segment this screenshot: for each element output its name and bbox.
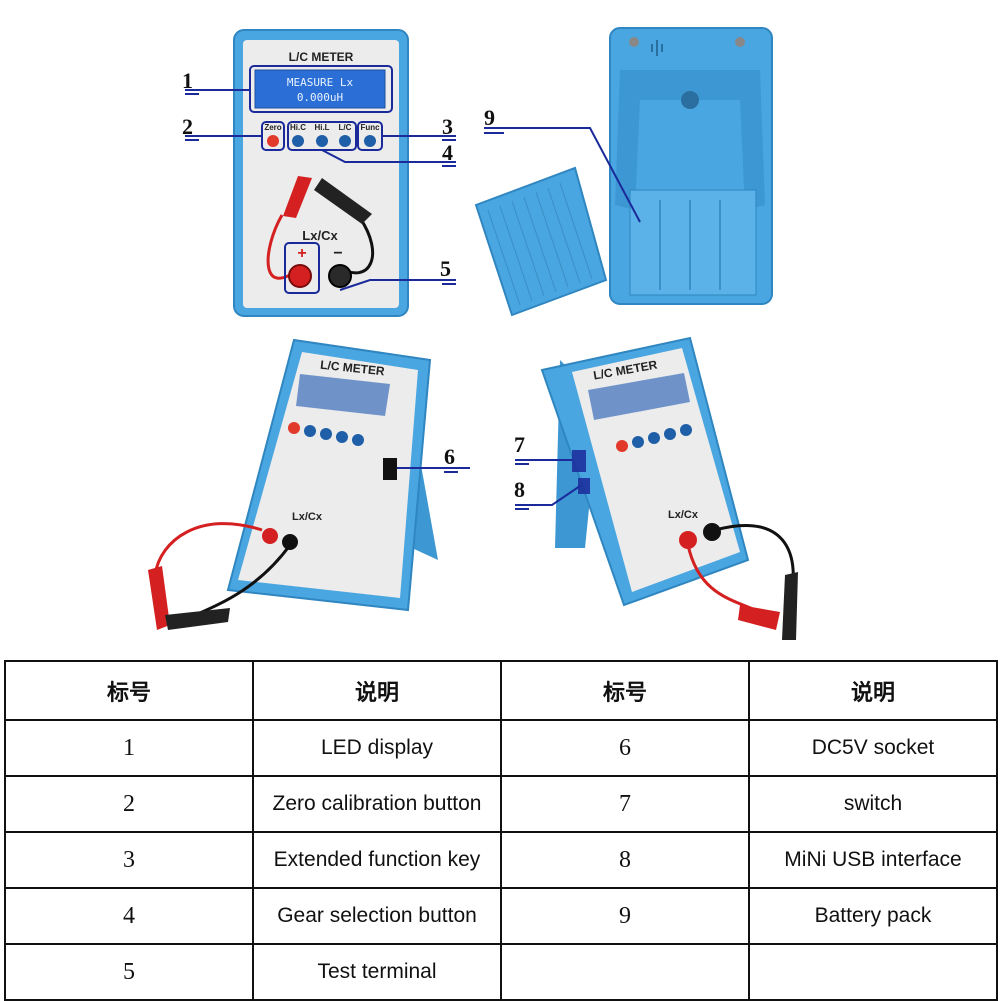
row-number: 2: [4, 775, 254, 833]
hic-button[interactable]: [292, 135, 304, 147]
product-illustration: L/C METER MEASURE Lx 0.000uH Zero Hi.C H…: [148, 27, 798, 640]
battery-cover: [474, 166, 608, 317]
row-number: [500, 943, 750, 1001]
row-number: 9: [500, 887, 750, 945]
lc-button-label: L/C: [339, 123, 352, 132]
hil-button-label: Hi.L: [314, 123, 329, 132]
callout-9: 9: [484, 105, 495, 130]
row-description: [748, 943, 998, 1001]
callout-4: 4: [442, 140, 453, 165]
table-header-row: 标号 说明 标号 说明: [4, 660, 998, 721]
back-view: 9: [474, 27, 773, 317]
header-number-2: 标号: [500, 660, 750, 721]
black-terminal: [328, 264, 352, 288]
right-angled-view: L/C METER Lx/Cx 7 8: [514, 336, 798, 640]
front-view: L/C METER MEASURE Lx 0.000uH Zero Hi.C H…: [182, 29, 456, 317]
terminal-label: Lx/Cx: [302, 228, 338, 243]
left-device-title: L/C METER: [320, 358, 386, 379]
row-description: DC5V socket: [748, 719, 998, 777]
hil-button[interactable]: [316, 135, 328, 147]
row-description: LED display: [252, 719, 502, 777]
callout-5: 5: [440, 256, 451, 281]
product-figure: L/C METER MEASURE Lx 0.000uH Zero Hi.C H…: [148, 27, 798, 640]
left-terminal-label: Lx/Cx: [292, 511, 323, 523]
plus-sign: +: [297, 245, 306, 262]
table-row: 4 Gear selection button 9 Battery pack: [4, 887, 998, 945]
dc-socket: [383, 458, 397, 480]
row-description: switch: [748, 775, 998, 833]
table-row: 1 LED display 6 DC5V socket: [4, 719, 998, 777]
row-number: 6: [500, 719, 750, 777]
lcd-line-1: MEASURE Lx: [287, 76, 354, 89]
lc-button[interactable]: [339, 135, 351, 147]
row-number: 3: [4, 831, 254, 889]
lcd-line-2: 0.000uH: [297, 91, 343, 104]
row-description: Battery pack: [748, 887, 998, 945]
row-description: MiNi USB interface: [748, 831, 998, 889]
callout-7: 7: [514, 432, 525, 457]
row-number: 1: [4, 719, 254, 777]
zero-button[interactable]: [267, 135, 279, 147]
callout-3: 3: [442, 114, 453, 139]
row-description: Gear selection button: [252, 887, 502, 945]
callout-8: 8: [514, 477, 525, 502]
zero-button-label: Zero: [264, 123, 281, 132]
table-row: 2 Zero calibration button 7 switch: [4, 775, 998, 833]
row-number: 5: [4, 943, 254, 1001]
row-number: 8: [500, 831, 750, 889]
callout-1: 1: [182, 68, 193, 93]
table-row: 5 Test terminal: [4, 943, 998, 1001]
func-button[interactable]: [364, 135, 376, 147]
black-clip: [314, 178, 372, 224]
hic-button-label: Hi.C: [290, 123, 306, 132]
row-number: 4: [4, 887, 254, 945]
callout-2: 2: [182, 114, 193, 139]
red-terminal: [288, 264, 312, 288]
header-description-2: 说明: [748, 660, 998, 721]
row-number: 7: [500, 775, 750, 833]
legend-table: 标号 说明 标号 说明 1 LED display 6 DC5V socket …: [4, 660, 998, 1001]
func-button-label: Func: [360, 123, 380, 132]
device-title: L/C METER: [289, 50, 354, 64]
header-description-1: 说明: [252, 660, 502, 721]
left-angled-view: L/C METER Lx/Cx 6: [148, 338, 470, 630]
battery-compartment: [629, 189, 757, 296]
table-row: 3 Extended function key 8 MiNi USB inter…: [4, 831, 998, 889]
callout-6: 6: [444, 444, 455, 469]
right-terminal-label: Lx/Cx: [668, 509, 699, 521]
power-switch: [572, 450, 586, 472]
mini-usb-port: [578, 478, 590, 494]
row-description: Test terminal: [252, 943, 502, 1001]
row-description: Zero calibration button: [252, 775, 502, 833]
row-description: Extended function key: [252, 831, 502, 889]
header-number-1: 标号: [4, 660, 254, 721]
minus-sign: −: [333, 245, 342, 262]
red-clip: [283, 176, 312, 218]
lcd-display: [254, 69, 386, 109]
